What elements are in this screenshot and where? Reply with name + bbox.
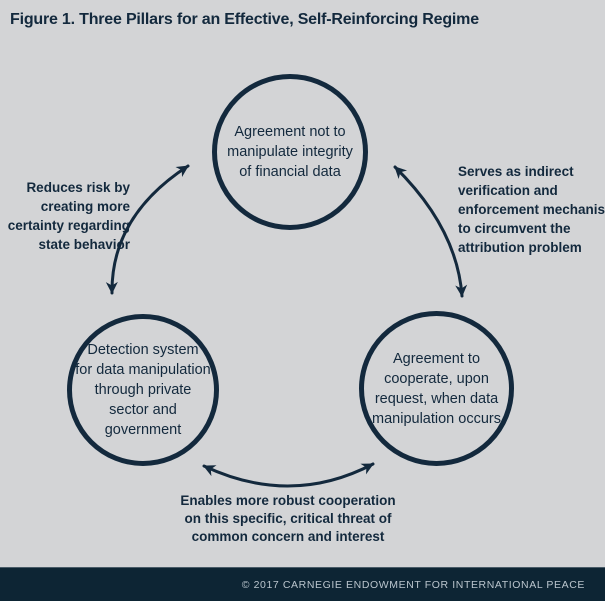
node-detection-system-line: through private	[94, 382, 192, 398]
node-cooperation-line: request, when data	[374, 390, 499, 407]
node-detection-system-line: Detection system	[87, 342, 199, 358]
edge-label-line: attribution problem	[458, 240, 582, 255]
node-no-manipulation-circle: Agreement not to manipulate integrity of…	[212, 74, 368, 230]
edge-label-line: Serves as indirect	[458, 164, 574, 179]
node-cooperation-line: manipulation occurs	[372, 410, 501, 427]
edge-label-line: common concern and interest	[191, 529, 385, 544]
edge-label-line: on this specific, critical threat of	[184, 511, 392, 526]
arrow-bottom-edge	[202, 462, 375, 488]
node-cooperation-circle: Agreement to cooperate, upon request, wh…	[359, 311, 514, 466]
edge-label-line: state behavior	[38, 237, 130, 252]
edge-label-line: Enables more robust cooperation	[180, 493, 396, 508]
node-cooperation-line: cooperate, upon	[384, 370, 489, 387]
copyright-credit: © 2017 CARNEGIE ENDOWMENT FOR INTERNATIO…	[241, 578, 585, 591]
node-no-manipulation-line: manipulate integrity	[227, 144, 353, 160]
arrow-left-edge	[105, 164, 190, 295]
edge-label-line: verification and	[458, 183, 558, 198]
arrow-right-edge	[393, 165, 468, 298]
node-no-manipulation-line: of financial data	[239, 164, 341, 180]
node-no-manipulation-line: Agreement not to	[234, 124, 346, 140]
node-cooperation-line: Agreement to	[392, 350, 481, 367]
edge-label-cooperation: Enables more robust cooperation on this …	[140, 492, 436, 546]
node-detection-system-line: for data manipulation	[75, 362, 211, 378]
footer-bar: © 2017 CARNEGIE ENDOWMENT FOR INTERNATIO…	[0, 567, 605, 601]
figure-title: Figure 1. Three Pillars for an Effective…	[10, 11, 479, 28]
node-detection-system-line: government	[104, 422, 182, 438]
edge-label-line: to circumvent the	[458, 221, 571, 236]
node-detection-system-line: sector and	[109, 402, 177, 418]
edge-label-reduces-risk: Reduces risk by creating more certainty …	[0, 178, 130, 254]
edge-label-line: enforcement mechanism	[458, 202, 605, 217]
edge-label-line: certainty regarding	[7, 218, 130, 233]
edge-label-line: Reduces risk by	[26, 180, 130, 195]
edge-label-line: creating more	[40, 199, 130, 214]
edge-label-verification: Serves as indirect verification and enfo…	[458, 162, 605, 257]
node-detection-system-circle: Detection system for data manipulation t…	[67, 314, 219, 466]
